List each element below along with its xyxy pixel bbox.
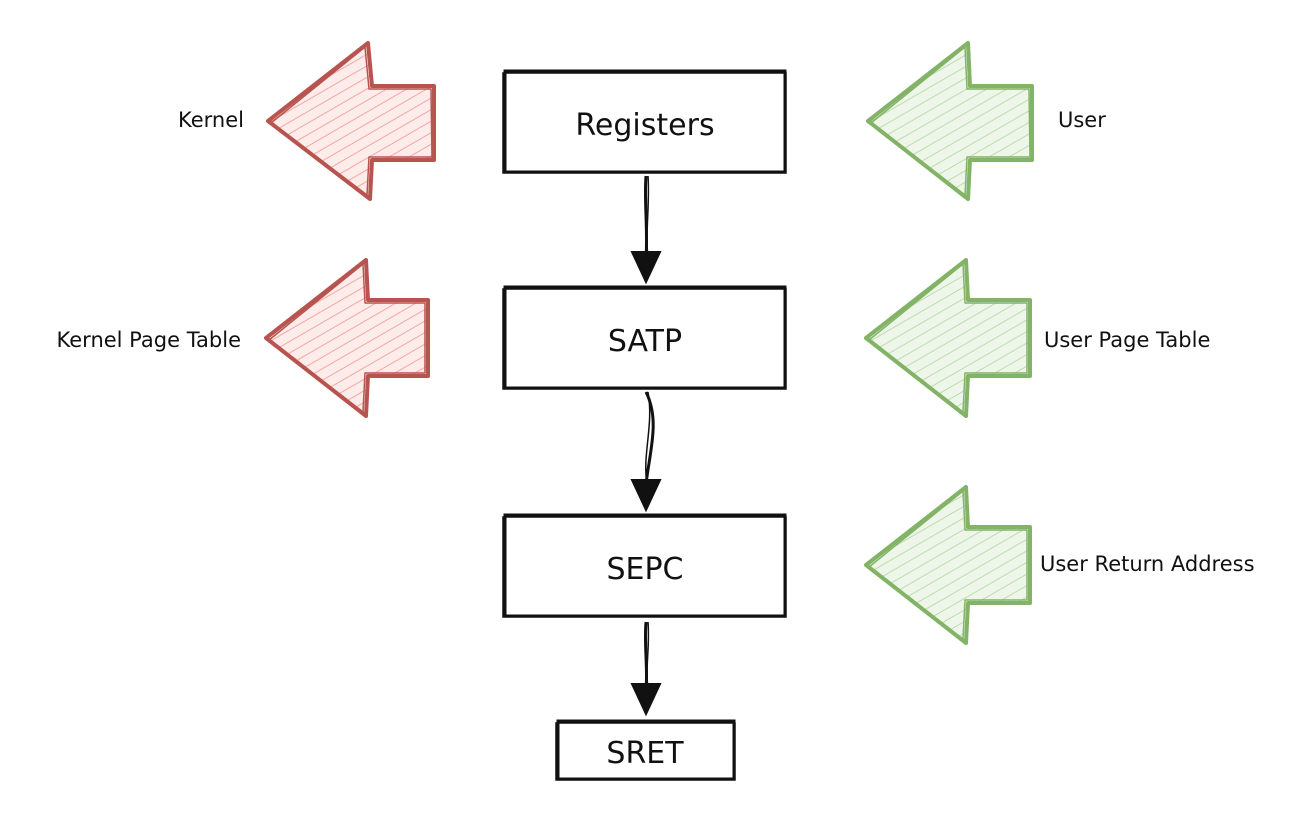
kernel-page-table-label: Kernel Page Table	[57, 328, 241, 352]
sret-label: SRET	[606, 736, 684, 771]
arrowhead-icon	[630, 683, 662, 717]
user-page-table-label: User Page Table	[1044, 328, 1210, 352]
user-return-address-label: User Return Address	[1040, 552, 1255, 576]
kernel-page-table-left-arrow-icon	[264, 258, 430, 418]
satp-label: SATP	[608, 324, 682, 359]
kernel-label: Kernel	[178, 108, 244, 132]
user-return-address-left-arrow-icon	[864, 485, 1032, 645]
registers-box: Registers	[502, 69, 787, 174]
connector-sepc-sret	[630, 621, 662, 717]
arrowhead-icon	[630, 251, 662, 285]
arrowhead-icon	[630, 479, 662, 513]
kernel-left-arrow-icon	[266, 41, 436, 201]
sepc-box: SEPC	[502, 513, 787, 618]
satp-box: SATP	[502, 285, 787, 390]
connector-registers-satp	[630, 175, 662, 285]
user-label: User	[1058, 108, 1106, 132]
sret-box: SRET	[555, 719, 736, 781]
sepc-label: SEPC	[606, 552, 683, 587]
user-left-arrow-icon	[866, 41, 1034, 201]
registers-label: Registers	[575, 108, 714, 143]
user-page-table-left-arrow-icon	[864, 258, 1032, 418]
connector-satp-sepc	[630, 391, 662, 513]
